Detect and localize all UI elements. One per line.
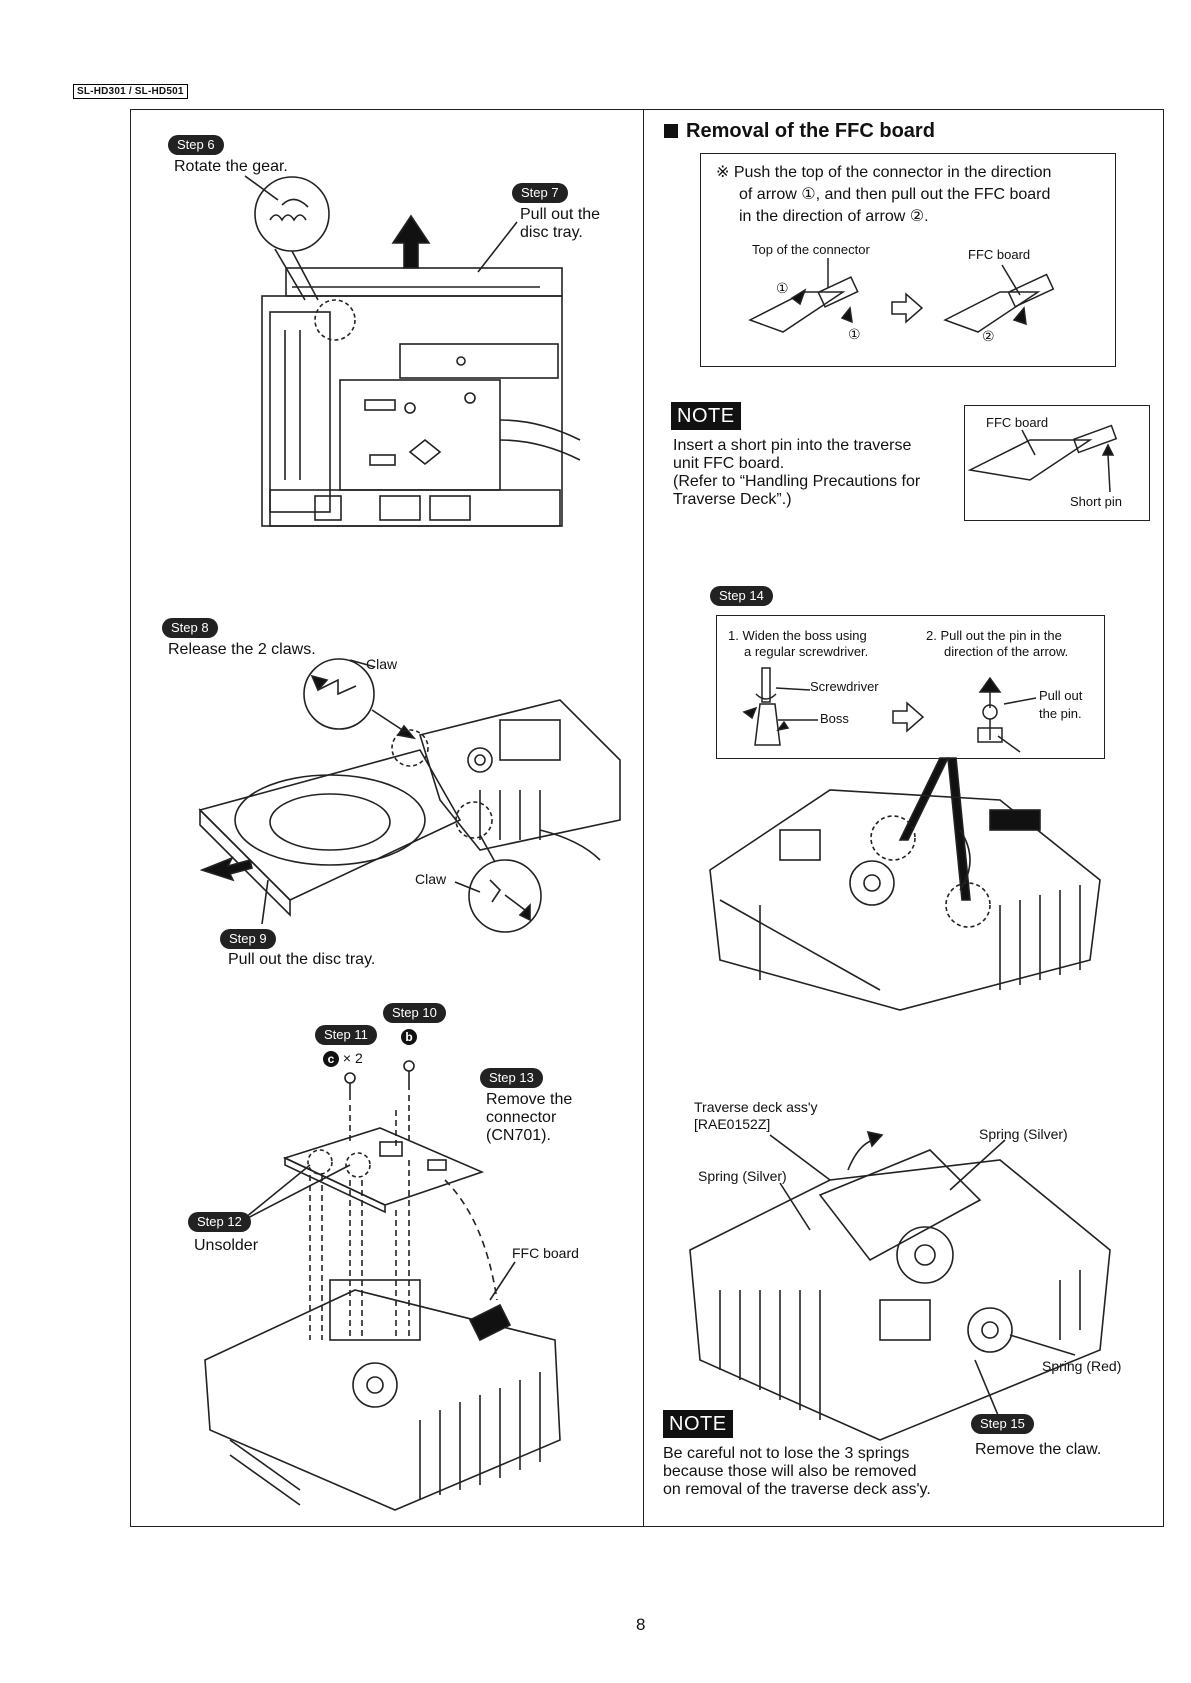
column-divider bbox=[643, 109, 644, 1527]
note2-line1: Be careful not to lose the 3 springs bbox=[663, 1445, 910, 1462]
heading-bullet bbox=[664, 124, 678, 138]
inset-short-pin-label: Short pin bbox=[1070, 494, 1123, 509]
step14-box bbox=[716, 615, 1105, 759]
note2-line2: because those will also be removed bbox=[663, 1463, 917, 1480]
step14-item2-line2: direction of the arrow. bbox=[944, 644, 1069, 659]
step7-line1: Pull out the bbox=[520, 206, 601, 223]
section-heading: Removal of the FFC board bbox=[664, 120, 935, 143]
step9-badge: Step 9 bbox=[220, 929, 276, 949]
short-pin-inset bbox=[964, 405, 1150, 521]
step15-text: Remove the claw. bbox=[975, 1441, 1102, 1458]
inset-ffc-label: FFC board bbox=[986, 415, 1049, 430]
top-of-connector-label: Top of the connector bbox=[752, 242, 870, 257]
step7-badge: Step 7 bbox=[512, 183, 568, 203]
boss-label: Boss bbox=[820, 711, 849, 726]
arrow-1-number-b: ① bbox=[848, 326, 861, 342]
traverse-label-line2: [RAE0152Z] bbox=[694, 1116, 771, 1132]
step8-badge: Step 8 bbox=[162, 618, 218, 638]
step14-item1-line1: 1. Widen the boss using bbox=[728, 628, 867, 643]
arrow-2-number: ② bbox=[982, 328, 995, 344]
screw-b-badge: b bbox=[401, 1028, 417, 1046]
step10-badge: Step 10 bbox=[383, 1003, 446, 1023]
step14-badge: Step 14 bbox=[710, 586, 773, 606]
step7-line2: disc tray. bbox=[520, 224, 583, 241]
step12-text: Unsolder bbox=[194, 1237, 259, 1254]
pull-out-label-1: Pull out bbox=[1039, 688, 1083, 703]
screw-c-letter: c bbox=[323, 1051, 339, 1067]
note1-line2: unit FFC board. bbox=[673, 455, 785, 472]
ffc-instruction-box bbox=[700, 153, 1116, 367]
screw-c-count: c × 2 bbox=[323, 1050, 363, 1067]
screw-c-multiplier: × 2 bbox=[342, 1050, 363, 1066]
step13-line2: connector bbox=[486, 1109, 557, 1126]
claw-label-top: Claw bbox=[366, 656, 398, 672]
spring-red-label: Spring (Red) bbox=[1042, 1358, 1122, 1374]
step14-item2-line1: 2. Pull out the pin in the bbox=[926, 628, 1062, 643]
step13-badge: Step 13 bbox=[480, 1068, 543, 1088]
step12-badge: Step 12 bbox=[188, 1212, 251, 1232]
page-number: 8 bbox=[636, 1615, 646, 1634]
section-heading-text: Removal of the FFC board bbox=[686, 120, 935, 142]
pull-out-label-2: the pin. bbox=[1039, 706, 1082, 721]
step13-line1: Remove the bbox=[486, 1091, 573, 1108]
traverse-label-line1: Traverse deck ass'y bbox=[694, 1099, 818, 1115]
ffc-instruction-line1: ※ Push the top of the connector in the d… bbox=[716, 164, 1052, 181]
spring-silver-left: Spring (Silver) bbox=[698, 1168, 787, 1184]
screwdriver-label: Screwdriver bbox=[810, 679, 879, 694]
claw-label-bottom: Claw bbox=[415, 871, 447, 887]
ffc-board-label-box: FFC board bbox=[968, 247, 1031, 262]
model-tag: SL-HD301 / SL-HD501 bbox=[73, 84, 188, 99]
ffc-board-label-left: FFC board bbox=[512, 1245, 579, 1261]
step14-item1-line2: a regular screwdriver. bbox=[744, 644, 869, 659]
note1-line1: Insert a short pin into the traverse bbox=[673, 437, 912, 454]
step15-badge: Step 15 bbox=[971, 1414, 1034, 1434]
step11-badge: Step 11 bbox=[315, 1025, 377, 1045]
spring-silver-right: Spring (Silver) bbox=[979, 1126, 1068, 1142]
note1-badge: NOTE bbox=[671, 402, 741, 430]
step13-line3: (CN701). bbox=[486, 1127, 551, 1144]
arrow-1-number: ① bbox=[776, 280, 789, 296]
note2-badge: NOTE bbox=[663, 1410, 733, 1438]
step9-text: Pull out the disc tray. bbox=[228, 951, 376, 968]
ffc-instruction-line3: in the direction of arrow ②. bbox=[739, 208, 929, 225]
note1-line4: Traverse Deck”.) bbox=[673, 491, 792, 508]
note1-line3: (Refer to “Handling Precautions for bbox=[673, 473, 921, 490]
ffc-instruction-line2: of arrow ①, and then pull out the FFC bo… bbox=[739, 186, 1051, 203]
screw-b-letter: b bbox=[401, 1029, 417, 1045]
step6-text: Rotate the gear. bbox=[174, 158, 288, 175]
step8-text: Release the 2 claws. bbox=[168, 641, 316, 658]
step6-badge: Step 6 bbox=[168, 135, 224, 155]
note2-line3: on removal of the traverse deck ass'y. bbox=[663, 1481, 931, 1498]
page-frame bbox=[130, 109, 1164, 1527]
